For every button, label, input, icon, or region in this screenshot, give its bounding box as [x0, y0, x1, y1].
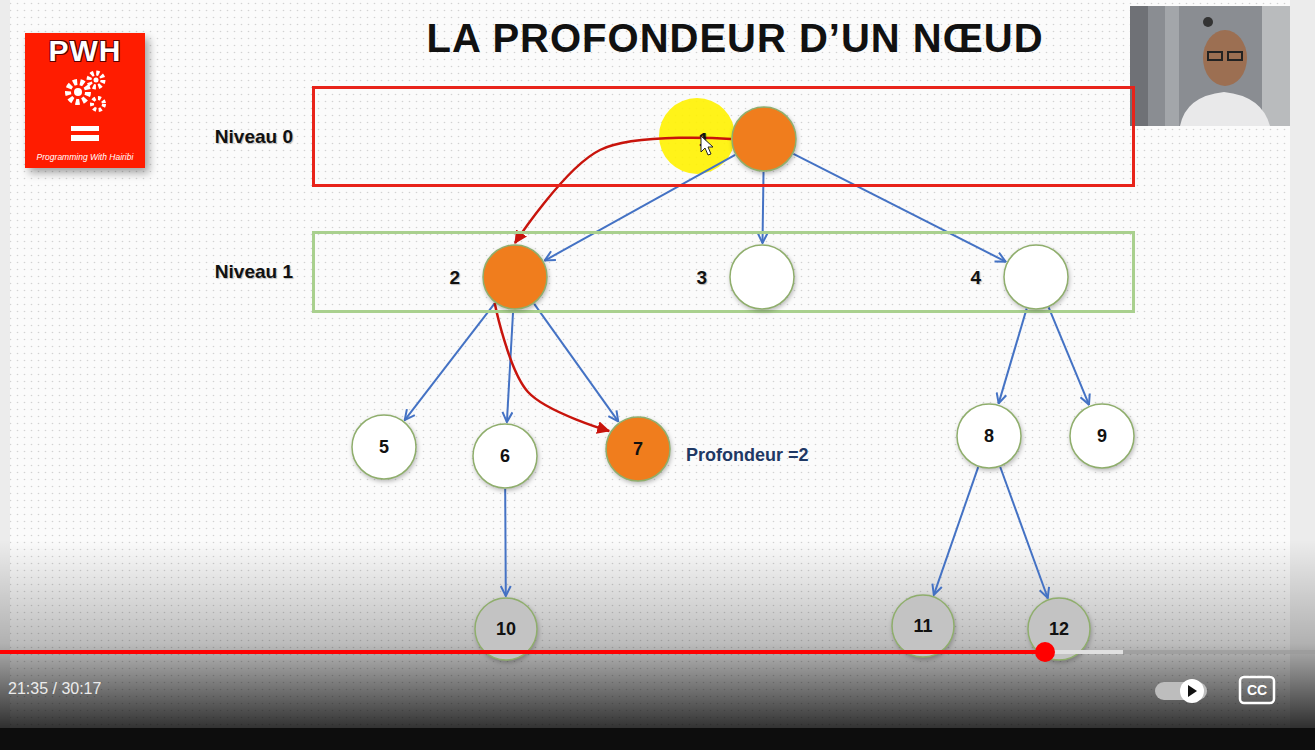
logo-text: PWH [25, 34, 145, 68]
autoplay-knob [1180, 679, 1204, 703]
tree-node: 7 [605, 416, 671, 482]
tree-node: 1 [731, 106, 797, 172]
mouse-cursor [701, 136, 713, 155]
level-band: Niveau 01 [312, 86, 1135, 187]
node-outline [732, 107, 796, 171]
node-number: 11 [913, 617, 932, 635]
depth-path-arrow [515, 138, 731, 243]
tree-node: 9 [1069, 403, 1135, 469]
level-label: Niveau 0 [215, 126, 293, 148]
gear-icon [68, 82, 88, 102]
node-outline [892, 595, 954, 657]
screen-icon [71, 126, 99, 141]
tree-node: 4 [1003, 244, 1069, 310]
node-circle [731, 106, 797, 172]
webcam-frame [1130, 6, 1290, 126]
player-bar [0, 728, 1315, 750]
level-label: Niveau 1 [215, 261, 293, 283]
glasses [1228, 52, 1242, 60]
node-number: 2 [449, 268, 460, 287]
node-outline [473, 424, 537, 488]
logo-caption: Programming With Hairibi [25, 152, 145, 162]
tree-edge [1000, 467, 1047, 598]
node-circle [482, 244, 548, 310]
slide-title: LA PROFONDEUR D’UN NŒUD [335, 16, 1135, 61]
logo-square [25, 33, 145, 168]
tree-node: 5 [351, 414, 417, 480]
gear-icon [89, 73, 103, 87]
node-circle [729, 244, 795, 310]
tree-node: 12 [1027, 597, 1091, 661]
tree-node: 11 [891, 594, 955, 658]
node-outline [606, 417, 670, 481]
progress-played [0, 650, 1045, 654]
node-number: 1 [698, 130, 709, 149]
cc-text: CC [1240, 679, 1274, 701]
progress-buffer [1045, 650, 1123, 654]
node-outline [1004, 245, 1068, 309]
node-outline [475, 598, 537, 660]
webcam-inset [1130, 6, 1290, 126]
tree-node: 8 [956, 403, 1022, 469]
cc-button [1240, 677, 1274, 703]
video-time: 21:35 / 30:17 [8, 680, 101, 698]
node-outline [957, 404, 1021, 468]
node-number: 5 [379, 438, 389, 456]
cursor-highlight [659, 98, 735, 174]
screen-icon [71, 131, 99, 135]
node-outline [483, 245, 547, 309]
node-circle [1003, 244, 1069, 310]
node-number: 3 [696, 268, 707, 287]
tree-node: 10 [474, 597, 538, 661]
wall-stripe [1262, 6, 1290, 126]
glasses [1208, 52, 1222, 60]
tree-edge [934, 467, 978, 595]
gear-icon [92, 98, 104, 110]
node-outline [730, 245, 794, 309]
tree-edge [999, 309, 1027, 404]
depth-path-arrow [495, 303, 609, 431]
tree-node: 3 [729, 244, 795, 310]
level-band: Niveau 1234 [312, 231, 1135, 313]
gear-icon [74, 88, 82, 96]
node-outline [1070, 404, 1134, 468]
node-number: 6 [500, 447, 510, 465]
logo [25, 33, 145, 168]
gear-icon [94, 78, 99, 83]
node-outline [1028, 598, 1090, 660]
tree-edge [504, 489, 507, 596]
lamp [1203, 17, 1213, 27]
person-shirt [1180, 92, 1270, 126]
node-number: 8 [984, 427, 994, 445]
tree-edge [534, 304, 618, 422]
node-number: 12 [1049, 620, 1069, 638]
node-outline [352, 415, 416, 479]
wall-stripe [1165, 6, 1179, 126]
player-shade [0, 540, 1315, 728]
tree-node: 6 [472, 423, 538, 489]
play-icon [1188, 685, 1197, 697]
node-number: 4 [970, 268, 981, 287]
tree-edge [1049, 307, 1089, 404]
tree-node: 2 [482, 244, 548, 310]
progress-track [0, 650, 1315, 654]
node-number: 7 [633, 440, 643, 458]
depth-note: Profondeur =2 [686, 445, 809, 466]
progress-handle [1035, 642, 1055, 662]
tree-edge [405, 303, 495, 420]
tree-edge [793, 154, 1005, 262]
person-head [1203, 30, 1247, 86]
node-number: 10 [496, 620, 516, 638]
node-number: 9 [1097, 427, 1107, 445]
